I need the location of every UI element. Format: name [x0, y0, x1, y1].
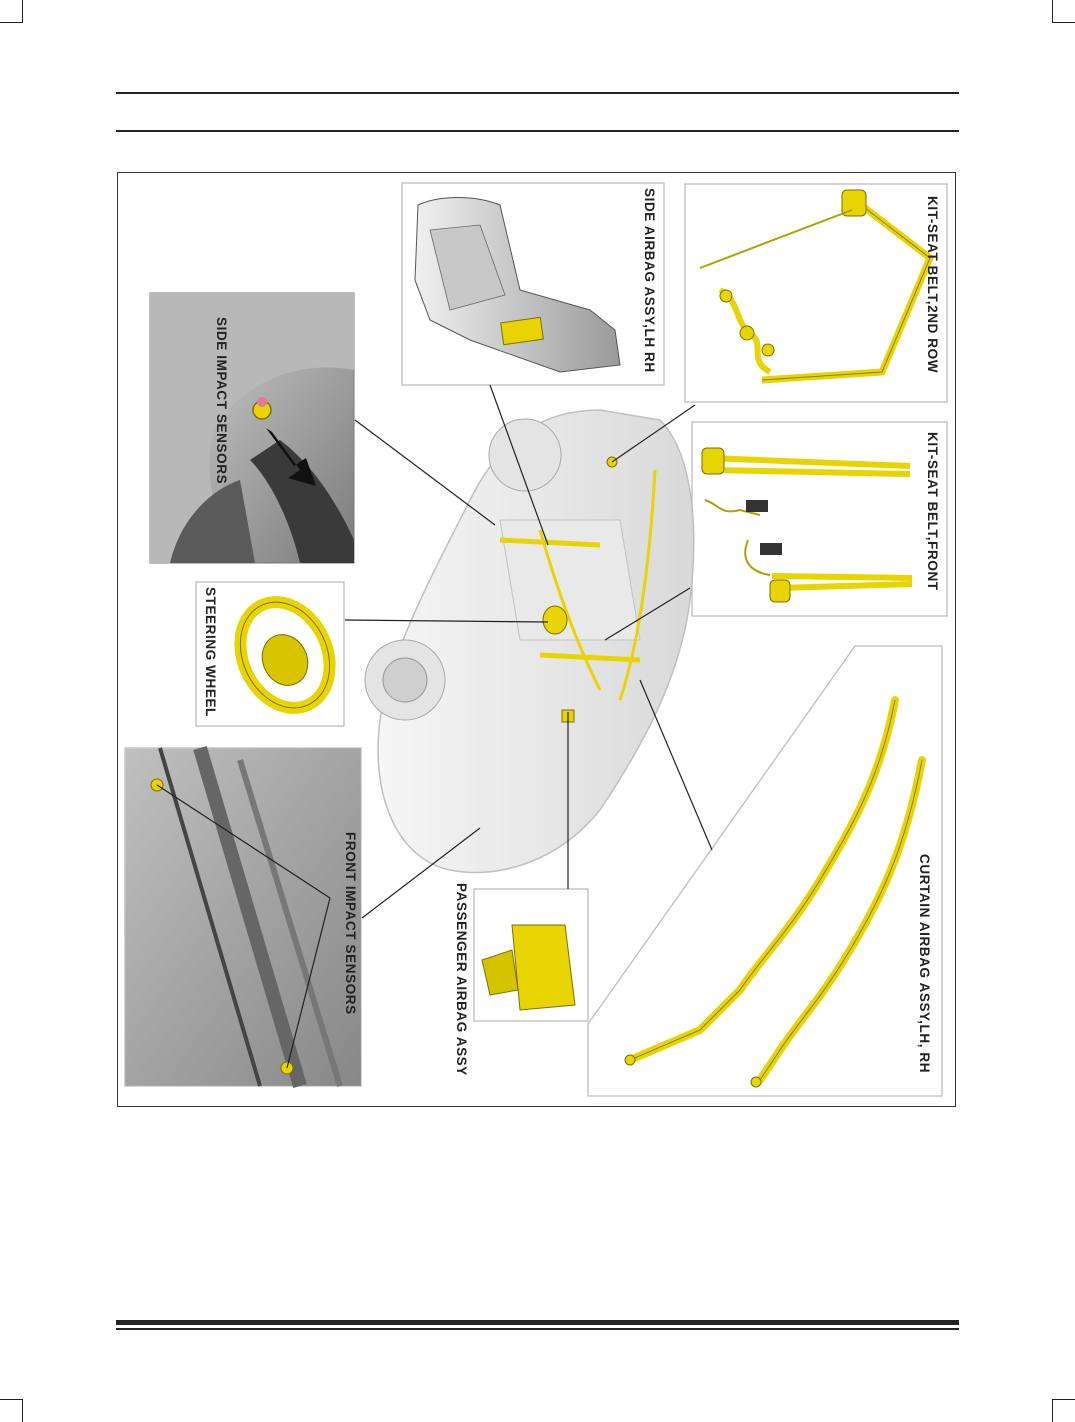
footer-rule-thin: [116, 1328, 959, 1330]
diagram-frame: [117, 172, 956, 1107]
label-curtain-airbag: CURTAIN AIRBAG ASSY,LH, RH: [917, 854, 932, 1074]
label-side-impact-sensors: SIDE IMPACT SENSORS: [214, 317, 229, 485]
label-side-airbag: SIDE AIRBAG ASSY,LH RH: [642, 188, 657, 373]
label-front-impact-sensors: FRONT IMPACT SENSORS: [343, 832, 358, 1015]
crop-mark-top-right: [1052, 0, 1075, 23]
label-seat-belt-2nd-row: KIT-SEAT BELT,2ND ROW: [925, 196, 940, 374]
crop-mark-top-left: [0, 0, 23, 23]
crop-mark-bottom-right: [1052, 1399, 1075, 1422]
footer-rule-thick: [116, 1320, 959, 1325]
header-rule-bottom: [116, 130, 959, 132]
label-seat-belt-front: KIT-SEAT BELT,FRONT: [925, 432, 940, 591]
label-steering-wheel: STEERING WHEEL: [203, 587, 218, 717]
label-passenger-airbag: PASSENGER AIRBAG ASSY: [454, 883, 469, 1076]
crop-mark-bottom-left: [0, 1399, 23, 1422]
header-rule-top: [116, 92, 959, 94]
